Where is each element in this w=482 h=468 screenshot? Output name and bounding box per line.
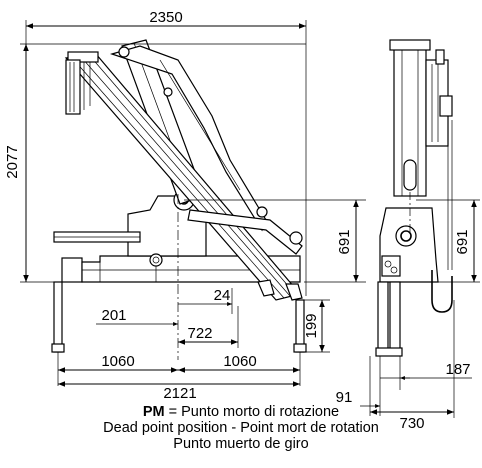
dim-label-2121: 2121 xyxy=(163,385,196,402)
dim-label-2077: 2077 xyxy=(4,145,21,178)
pivot-pin-lower xyxy=(149,253,163,267)
dim-label-691-side: 691 xyxy=(336,229,353,254)
dim-label-201: 201 xyxy=(101,307,126,324)
dim-label-91: 91 xyxy=(336,389,353,406)
left-stabilizer-leg xyxy=(53,281,63,353)
dim-label-187: 187 xyxy=(445,361,470,378)
front-stabilizer-left xyxy=(377,281,389,355)
legend-line-1: PM = Punto morto di rotazione xyxy=(0,405,482,420)
dim-label-199: 199 xyxy=(303,313,320,338)
side-view-dimensions xyxy=(20,20,366,387)
dim-label-730: 730 xyxy=(399,415,424,432)
side-view-crane xyxy=(51,39,307,360)
legend-abbr: PM xyxy=(142,404,165,420)
dim-label-1060-right: 1060 xyxy=(223,353,256,370)
dim-label-1060-left: 1060 xyxy=(101,353,134,370)
legend-line-1-text: = Punto morto di rotazione xyxy=(164,404,340,420)
boom-head xyxy=(67,51,99,63)
dim-label-24: 24 xyxy=(214,287,231,304)
dim-label-722: 722 xyxy=(187,325,212,342)
lift-cylinder xyxy=(187,209,303,255)
legend-line-2: Dead point position - Point mort de rota… xyxy=(103,420,379,436)
front-stabilizer-right xyxy=(389,281,401,355)
hook xyxy=(431,270,453,313)
front-view-crane xyxy=(375,39,453,357)
left-stabilizer-housing xyxy=(61,257,83,283)
dim-label-2350: 2350 xyxy=(149,9,182,26)
dim-label-691-front: 691 xyxy=(454,229,471,254)
legend-line-3: Punto muerto de giro xyxy=(173,436,309,452)
front-view-dimensions xyxy=(360,199,480,418)
